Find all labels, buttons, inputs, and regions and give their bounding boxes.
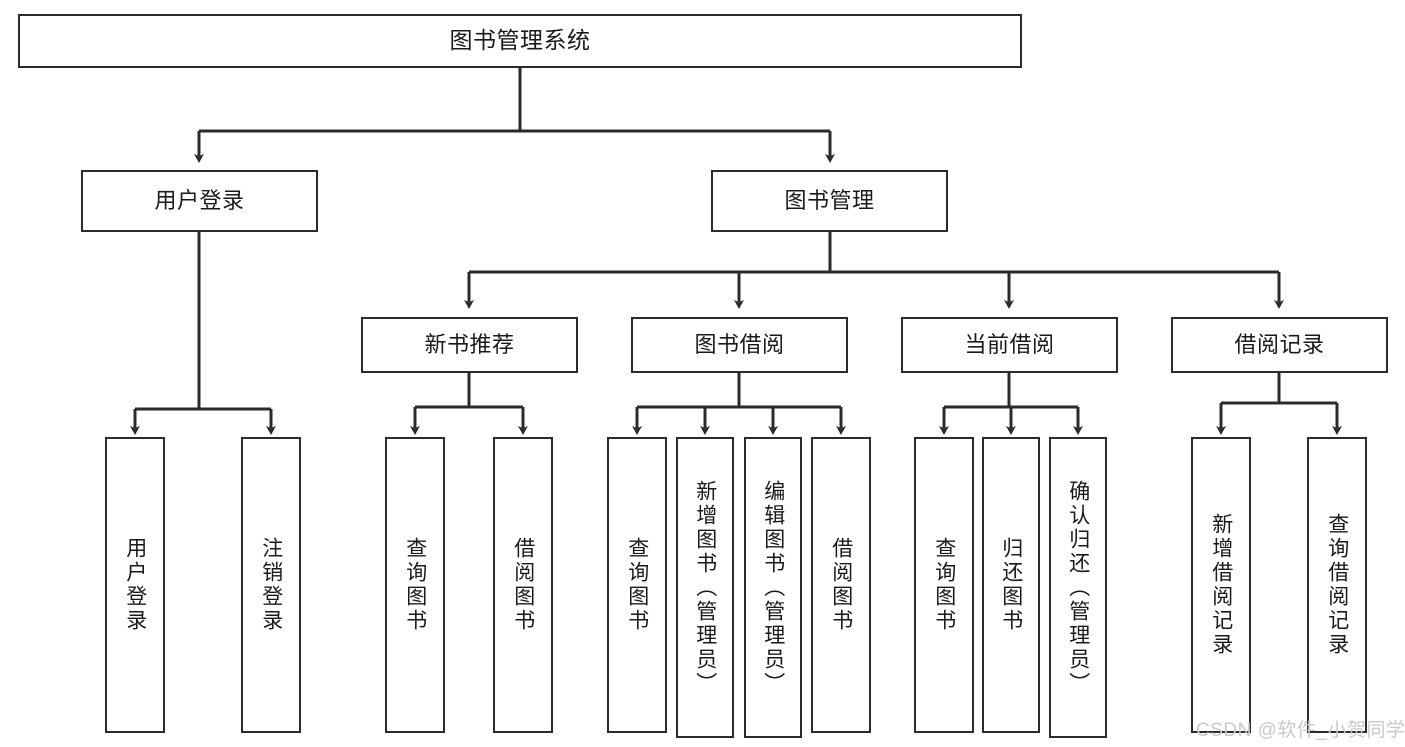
leaf-return-book-label: 归还图书 — [999, 537, 1023, 633]
leaf-add-borrowing-record-label: 新增借阅记录 — [1209, 513, 1233, 657]
leaf-borrow-book-borrowing-label: 借阅图书 — [829, 537, 853, 633]
node-borrowing-record[interactable]: 借阅记录 — [1171, 317, 1388, 373]
leaf-confirm-return-admin[interactable]: 确认归还（管理员） — [1049, 437, 1107, 738]
leaf-confirm-return-admin-label: 确认归还（管理员） — [1066, 479, 1090, 696]
leaf-user-login-label: 用户登录 — [123, 537, 147, 633]
leaf-return-book[interactable]: 归还图书 — [982, 437, 1040, 733]
node-new-book-recommendation-label: 新书推荐 — [424, 332, 515, 358]
node-book-borrowing-label: 图书借阅 — [694, 332, 785, 358]
leaf-query-borrowing-record-label: 查询借阅记录 — [1325, 513, 1349, 657]
leaf-query-book-newbook-label: 查询图书 — [403, 537, 427, 633]
leaf-user-login[interactable]: 用户登录 — [105, 437, 165, 733]
leaf-borrow-book-borrowing[interactable]: 借阅图书 — [811, 437, 871, 733]
node-book-management-label: 图书管理 — [784, 188, 875, 214]
leaf-query-book-current-label: 查询图书 — [932, 537, 956, 633]
node-book-management[interactable]: 图书管理 — [711, 170, 948, 232]
node-user-login[interactable]: 用户登录 — [81, 170, 318, 232]
leaf-query-book-current[interactable]: 查询图书 — [914, 437, 974, 733]
leaf-query-book-borrowing-label: 查询图书 — [625, 537, 649, 633]
leaf-add-book-admin-label: 新增图书（管理员） — [693, 479, 717, 696]
leaf-borrow-book-newbook[interactable]: 借阅图书 — [493, 437, 553, 733]
leaf-edit-book-admin-label: 编辑图书（管理员） — [761, 479, 785, 696]
node-current-borrowing[interactable]: 当前借阅 — [901, 317, 1118, 373]
node-user-login-label: 用户登录 — [154, 188, 245, 214]
node-root-book-management-system[interactable]: 图书管理系统 — [18, 14, 1022, 68]
node-current-borrowing-label: 当前借阅 — [964, 332, 1055, 358]
leaf-edit-book-admin[interactable]: 编辑图书（管理员） — [744, 437, 802, 738]
leaf-add-book-admin[interactable]: 新增图书（管理员） — [676, 437, 734, 738]
leaf-query-book-newbook[interactable]: 查询图书 — [385, 437, 445, 733]
leaf-logout-label: 注销登录 — [259, 537, 283, 633]
leaf-add-borrowing-record[interactable]: 新增借阅记录 — [1191, 437, 1251, 733]
node-root-label: 图书管理系统 — [449, 27, 591, 54]
leaf-logout[interactable]: 注销登录 — [241, 437, 301, 733]
leaf-query-borrowing-record[interactable]: 查询借阅记录 — [1307, 437, 1367, 733]
node-book-borrowing[interactable]: 图书借阅 — [631, 317, 848, 373]
node-borrowing-record-label: 借阅记录 — [1234, 332, 1325, 358]
leaf-query-book-borrowing[interactable]: 查询图书 — [607, 437, 667, 733]
leaf-borrow-book-newbook-label: 借阅图书 — [511, 537, 535, 633]
node-new-book-recommendation[interactable]: 新书推荐 — [361, 317, 578, 373]
